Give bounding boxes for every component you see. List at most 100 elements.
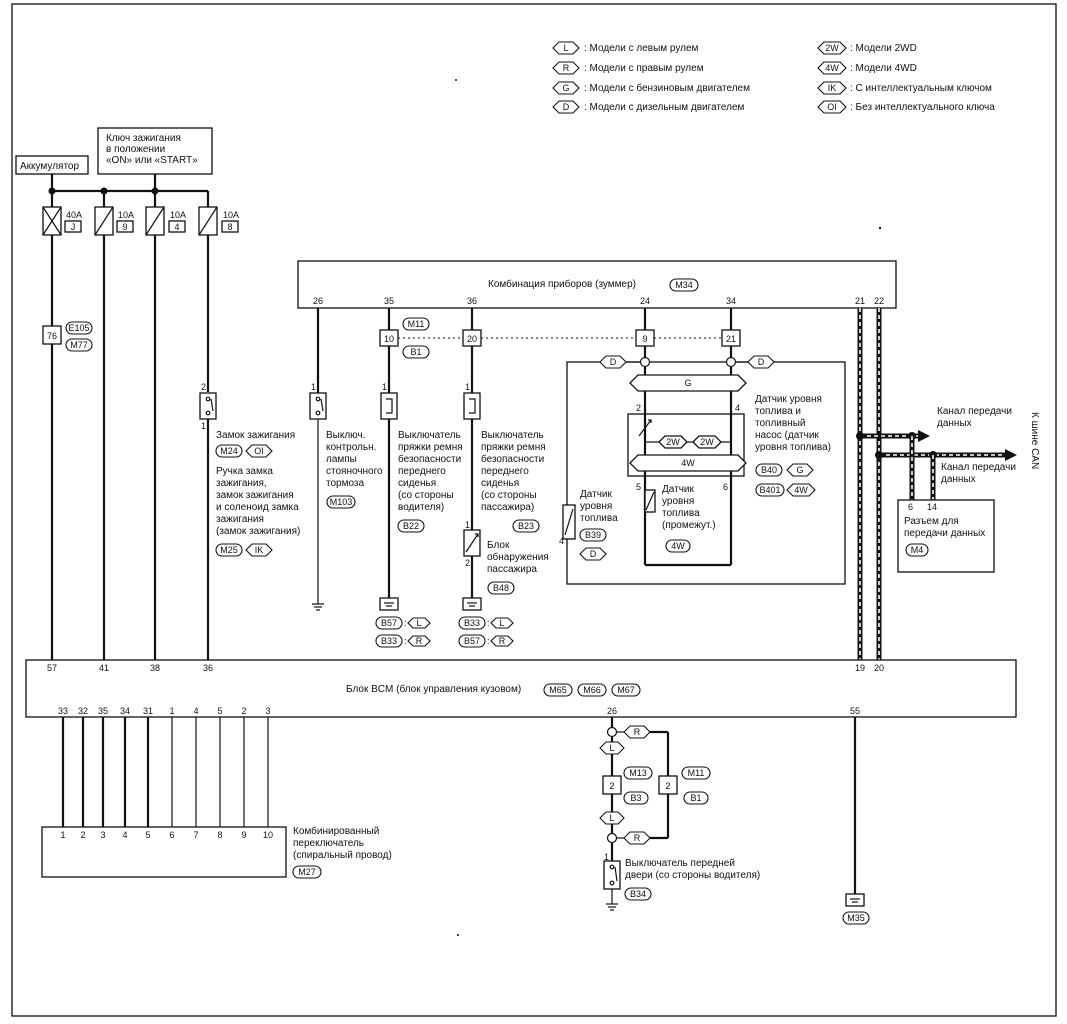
svg-text:D: D (590, 549, 597, 559)
svg-text:4: 4 (559, 536, 564, 546)
legend-item-2W: 2W : Модели 2WD (817, 41, 917, 55)
svg-text:3: 3 (100, 830, 105, 840)
svg-text::: : (404, 618, 407, 628)
svg-text:R: R (499, 636, 506, 646)
svg-text:B33: B33 (381, 636, 397, 646)
svg-text:9: 9 (241, 830, 246, 840)
svg-text:31: 31 (143, 706, 153, 716)
svg-text:6: 6 (908, 502, 913, 512)
ground-m35: M35 (842, 717, 870, 925)
svg-text:35: 35 (384, 296, 394, 306)
legend-item-IK: IK: С интеллектуальным ключом (817, 81, 992, 95)
svg-text:L: L (499, 618, 504, 628)
svg-text::: : (487, 618, 490, 628)
svg-text:B33: B33 (464, 618, 480, 628)
svg-text:6: 6 (723, 482, 728, 492)
svg-text:уровня топлива): уровня топлива) (755, 442, 831, 453)
combination-meter: Комбинация приборов (зуммер) M34 26 35 3… (297, 260, 897, 309)
can-bus: Канал передачи данных Канал передачи дан… (856, 308, 1040, 660)
legend: L: Модели с левым рулем R: Модели с прав… (552, 41, 995, 114)
svg-text:M13: M13 (629, 768, 647, 778)
svg-text:B22: B22 (403, 521, 419, 531)
svg-text:Комбинированный: Комбинированный (293, 825, 379, 837)
svg-text:топлива и: топлива и (755, 406, 801, 417)
svg-text:(со стороны: (со стороны (398, 490, 454, 501)
svg-text:M11: M11 (408, 319, 425, 329)
svg-text:тормоза: тормоза (326, 478, 365, 489)
svg-text:Датчик: Датчик (662, 484, 694, 495)
svg-text:: Модели 2WD: : Модели 2WD (850, 43, 917, 54)
occupant-detection-unit: 1 2 Блок обнаружения пассажира B48 B33 :… (458, 520, 549, 648)
svg-text:Блок: Блок (487, 540, 510, 551)
svg-text:Выключатель: Выключатель (481, 430, 544, 441)
svg-text:76: 76 (47, 331, 57, 341)
battery-label: Аккумулятор (20, 161, 79, 172)
svg-text:5: 5 (217, 706, 222, 716)
svg-text:G: G (562, 83, 569, 93)
svg-text:двери (со стороны водителя): двери (со стороны водителя) (625, 870, 760, 881)
svg-text:L: L (609, 743, 614, 753)
svg-text:M67: M67 (617, 685, 635, 695)
svg-text:1: 1 (465, 520, 470, 530)
svg-text:2: 2 (80, 830, 85, 840)
svg-text:34: 34 (120, 706, 130, 716)
can-bus-label: К шине CAN (1029, 412, 1040, 469)
svg-text:5: 5 (636, 482, 641, 492)
svg-text:топливный: топливный (755, 418, 805, 429)
svg-text:2W: 2W (825, 43, 839, 53)
svg-text:7: 7 (193, 830, 198, 840)
svg-text:и соленоид замка: и соленоид замка (216, 502, 299, 513)
svg-text:1: 1 (201, 421, 206, 431)
legend-item-4W: 4W: Модели 4WD (817, 61, 917, 75)
svg-text:G: G (684, 378, 691, 388)
svg-text:переднего: переднего (481, 466, 529, 477)
svg-text:пассажира: пассажира (487, 564, 537, 575)
svg-text:Выключатель передней: Выключатель передней (625, 858, 735, 869)
svg-text:R: R (634, 833, 641, 843)
svg-text:R: R (563, 63, 570, 73)
svg-text:Выключ.: Выключ. (326, 430, 365, 441)
svg-text:(промежут.): (промежут.) (662, 520, 716, 531)
svg-text:пряжки ремня: пряжки ремня (481, 442, 546, 453)
svg-text:36: 36 (467, 296, 477, 306)
svg-text:4: 4 (174, 222, 179, 232)
svg-text:IK: IK (255, 545, 264, 555)
svg-text:безопасности: безопасности (481, 453, 544, 465)
svg-text:B40: B40 (761, 465, 777, 475)
svg-text:B3: B3 (630, 793, 641, 803)
svg-text:: Без интеллектуального ключа: : Без интеллектуального ключа (850, 102, 995, 113)
svg-text:B23: B23 (518, 521, 534, 531)
svg-text:Выключатель: Выключатель (398, 430, 461, 441)
legend-item-OI: OI: Без интеллектуального ключа (817, 100, 995, 114)
svg-text:1: 1 (604, 852, 609, 862)
svg-text:2W: 2W (700, 437, 714, 447)
svg-text:топлива: топлива (662, 508, 700, 519)
svg-text:насос (датчик: насос (датчик (755, 430, 819, 441)
ignition-switch: 2 1 Замок зажигания M24 OI Ручка замка з… (199, 382, 300, 660)
svg-text:1: 1 (169, 706, 174, 716)
svg-text:33: 33 (58, 706, 68, 716)
legend-item-D: D: Модели с дизельным двигателем (552, 100, 745, 114)
svg-text:2W: 2W (666, 437, 680, 447)
bcm: Блок BCM (блок управления кузовом) M65 M… (25, 659, 1017, 718)
parking-brake-switch: 1 Выключ. контрольн. лампы стояночного т… (309, 308, 383, 611)
svg-text:(замок зажигания): (замок зажигания) (216, 526, 300, 537)
svg-text:2: 2 (201, 382, 206, 392)
svg-text:M34: M34 (675, 280, 693, 290)
svg-text:26: 26 (607, 706, 617, 716)
svg-text:Замок зажигания: Замок зажигания (216, 430, 295, 441)
svg-text:2: 2 (465, 558, 470, 568)
svg-text:«ON» или «START»: «ON» или «START» (106, 155, 198, 166)
svg-text::: : (404, 636, 407, 646)
svg-text:M27: M27 (298, 867, 316, 877)
svg-text:D: D (758, 357, 765, 367)
svg-text:26: 26 (313, 296, 323, 306)
svg-text:B57: B57 (381, 618, 397, 628)
svg-text:Датчик уровня: Датчик уровня (755, 394, 822, 405)
svg-text:21: 21 (855, 296, 865, 306)
svg-text:: Модели с бензиновым двигател: : Модели с бензиновым двигателем (584, 82, 750, 94)
fuse-10A-9: 10A 9 (94, 191, 134, 660)
svg-text:10: 10 (384, 334, 394, 344)
svg-text:10: 10 (263, 830, 273, 840)
